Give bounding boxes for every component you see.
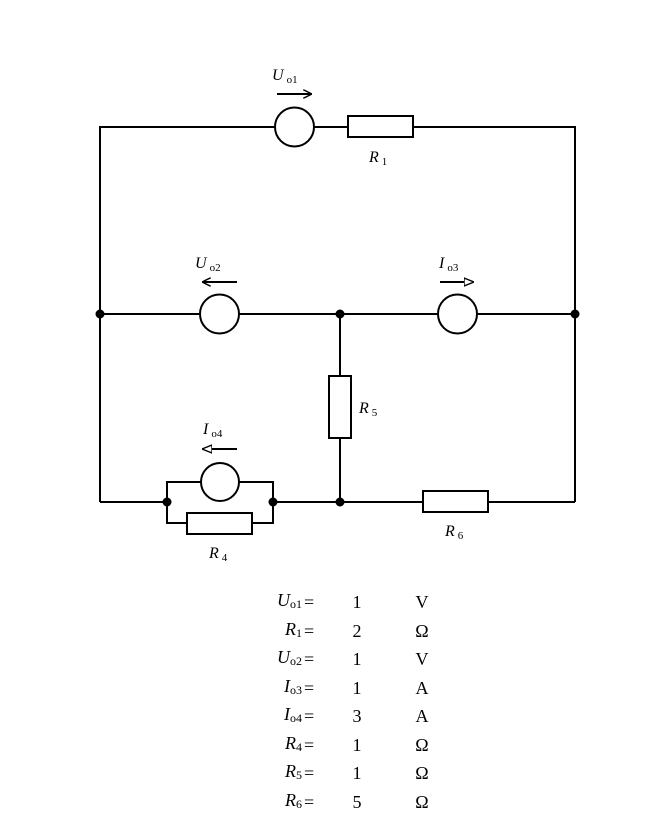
parameter-equals: = — [304, 763, 315, 783]
parameter-symbol: R5 — [285, 761, 302, 782]
parameter-equals: = — [304, 706, 315, 726]
parameter-equals: = — [304, 734, 315, 755]
parameter-value: 5 — [352, 791, 362, 812]
resistor-r5 — [328, 375, 352, 439]
parameter-equals: = — [304, 677, 315, 698]
parameter-row: Io3= 1 A — [230, 674, 452, 703]
parameter-symbol: R6 — [285, 789, 302, 811]
wire-io4-left — [166, 481, 201, 502]
parameter-unit: V — [415, 649, 429, 669]
parameter-value: 1 — [352, 734, 362, 755]
parameter-symbol: R4 — [285, 732, 302, 754]
parameter-unit: Ω — [415, 734, 429, 755]
source-io4 — [200, 462, 240, 502]
parameter-row: R4= 1 Ω — [230, 731, 452, 760]
parameter-unit: A — [415, 677, 429, 698]
wire-io4-right — [239, 481, 274, 502]
parameter-equals: = — [304, 791, 315, 812]
parameter-row: R6= 5 Ω — [230, 788, 452, 817]
resistor-r4 — [186, 512, 253, 535]
node-left-mid — [95, 309, 105, 319]
parameter-value: 1 — [352, 592, 362, 612]
wire-r4-right — [252, 502, 274, 524]
parameter-symbol: Uo2 — [277, 647, 302, 668]
parameter-equals: = — [304, 649, 315, 669]
node-bottom-left-parallel — [162, 497, 172, 507]
node-right-mid — [570, 309, 580, 319]
parameter-row: Uo1= 1 V — [230, 588, 452, 617]
parameter-value: 1 — [352, 763, 362, 783]
parameter-unit: Ω — [415, 620, 429, 641]
parameter-unit: A — [415, 706, 429, 726]
wire-top-left — [99, 126, 275, 314]
resistor-r1 — [347, 115, 414, 138]
parameter-row: Uo2= 1 V — [230, 645, 452, 674]
parameter-row: Io4= 3 A — [230, 702, 452, 731]
resistor-r6 — [422, 490, 489, 513]
source-io3 — [437, 293, 478, 335]
node-bottom-center — [335, 497, 345, 507]
parameter-value: 1 — [352, 677, 362, 698]
parameter-symbol: Io3 — [284, 675, 302, 697]
wire-top-right — [413, 126, 576, 314]
node-bottom-right-parallel — [268, 497, 278, 507]
parameter-equals: = — [304, 592, 315, 612]
parameter-unit: Ω — [415, 791, 429, 812]
parameter-row: R1= 2 Ω — [230, 617, 452, 646]
node-center-mid — [335, 309, 345, 319]
parameter-symbol: Uo1 — [277, 590, 302, 611]
parameter-value: 2 — [352, 620, 362, 641]
wire-r4-left — [166, 502, 187, 524]
parameter-equals: = — [304, 620, 315, 641]
parameter-unit: V — [415, 592, 429, 612]
source-uo1 — [274, 106, 315, 148]
source-uo2 — [199, 293, 240, 335]
parameter-symbol: Io4 — [284, 704, 302, 725]
parameter-row: R5= 1 Ω — [230, 759, 452, 788]
parameter-symbol: R1 — [285, 618, 302, 640]
parameter-value: 3 — [352, 706, 362, 726]
parameter-value: 1 — [352, 649, 362, 669]
parameter-unit: Ω — [415, 763, 429, 783]
